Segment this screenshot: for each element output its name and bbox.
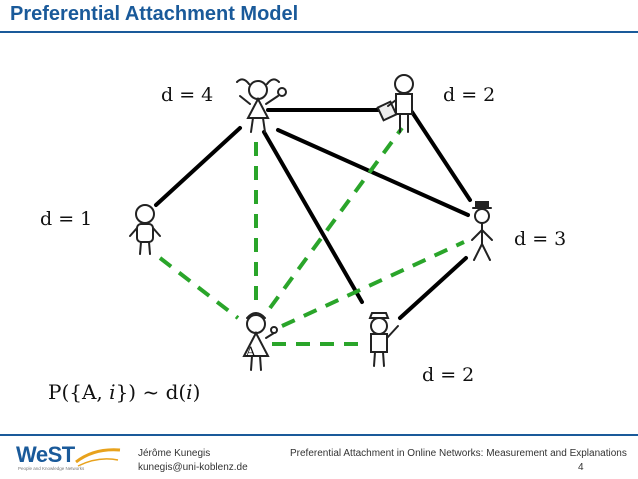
new-node-label: A xyxy=(246,345,255,360)
girl-figure-icon xyxy=(237,79,286,132)
footer-author: Jérôme Kunegis xyxy=(138,448,210,459)
degree-label-bagman: d = 2 xyxy=(443,84,495,106)
edge-bagman-tophat xyxy=(412,112,470,200)
formula-part: P({A, xyxy=(48,380,109,404)
woman-with-flower-figure-icon xyxy=(244,313,277,370)
logo-subtitle: People and Knowledge Networks xyxy=(18,466,84,471)
solid-edges xyxy=(156,110,470,318)
formula-part: ) xyxy=(193,380,201,404)
formula-part: }) ~ d( xyxy=(116,380,187,404)
police-figure-icon xyxy=(370,313,398,366)
degree-label-child: d = 1 xyxy=(40,208,92,230)
degree-label-police: d = 2 xyxy=(422,364,474,386)
degree-label-tophat: d = 3 xyxy=(514,228,566,250)
man-with-bag-figure-icon xyxy=(378,75,413,132)
footer-email: kunegis@uni-koblenz.de xyxy=(138,462,248,473)
edge-girl-police xyxy=(264,132,362,302)
footer-talk-title: Preferential Attachment in Online Networ… xyxy=(290,448,627,459)
dashed-edge-A-child xyxy=(160,258,238,318)
child-figure-icon xyxy=(130,205,160,254)
footer-page-number: 4 xyxy=(578,462,584,473)
logo-text: WeST xyxy=(16,442,75,468)
footer-divider xyxy=(0,434,638,436)
edge-tophat-police xyxy=(400,258,466,318)
top-hat-figure-icon xyxy=(472,202,492,260)
degree-label-girl: d = 4 xyxy=(161,84,213,106)
west-logo: WeST People and Knowledge Networks xyxy=(16,442,126,472)
edge-child-girl xyxy=(156,128,240,205)
attachment-probability-formula: P({A, i}) ~ d(i) xyxy=(48,380,200,404)
